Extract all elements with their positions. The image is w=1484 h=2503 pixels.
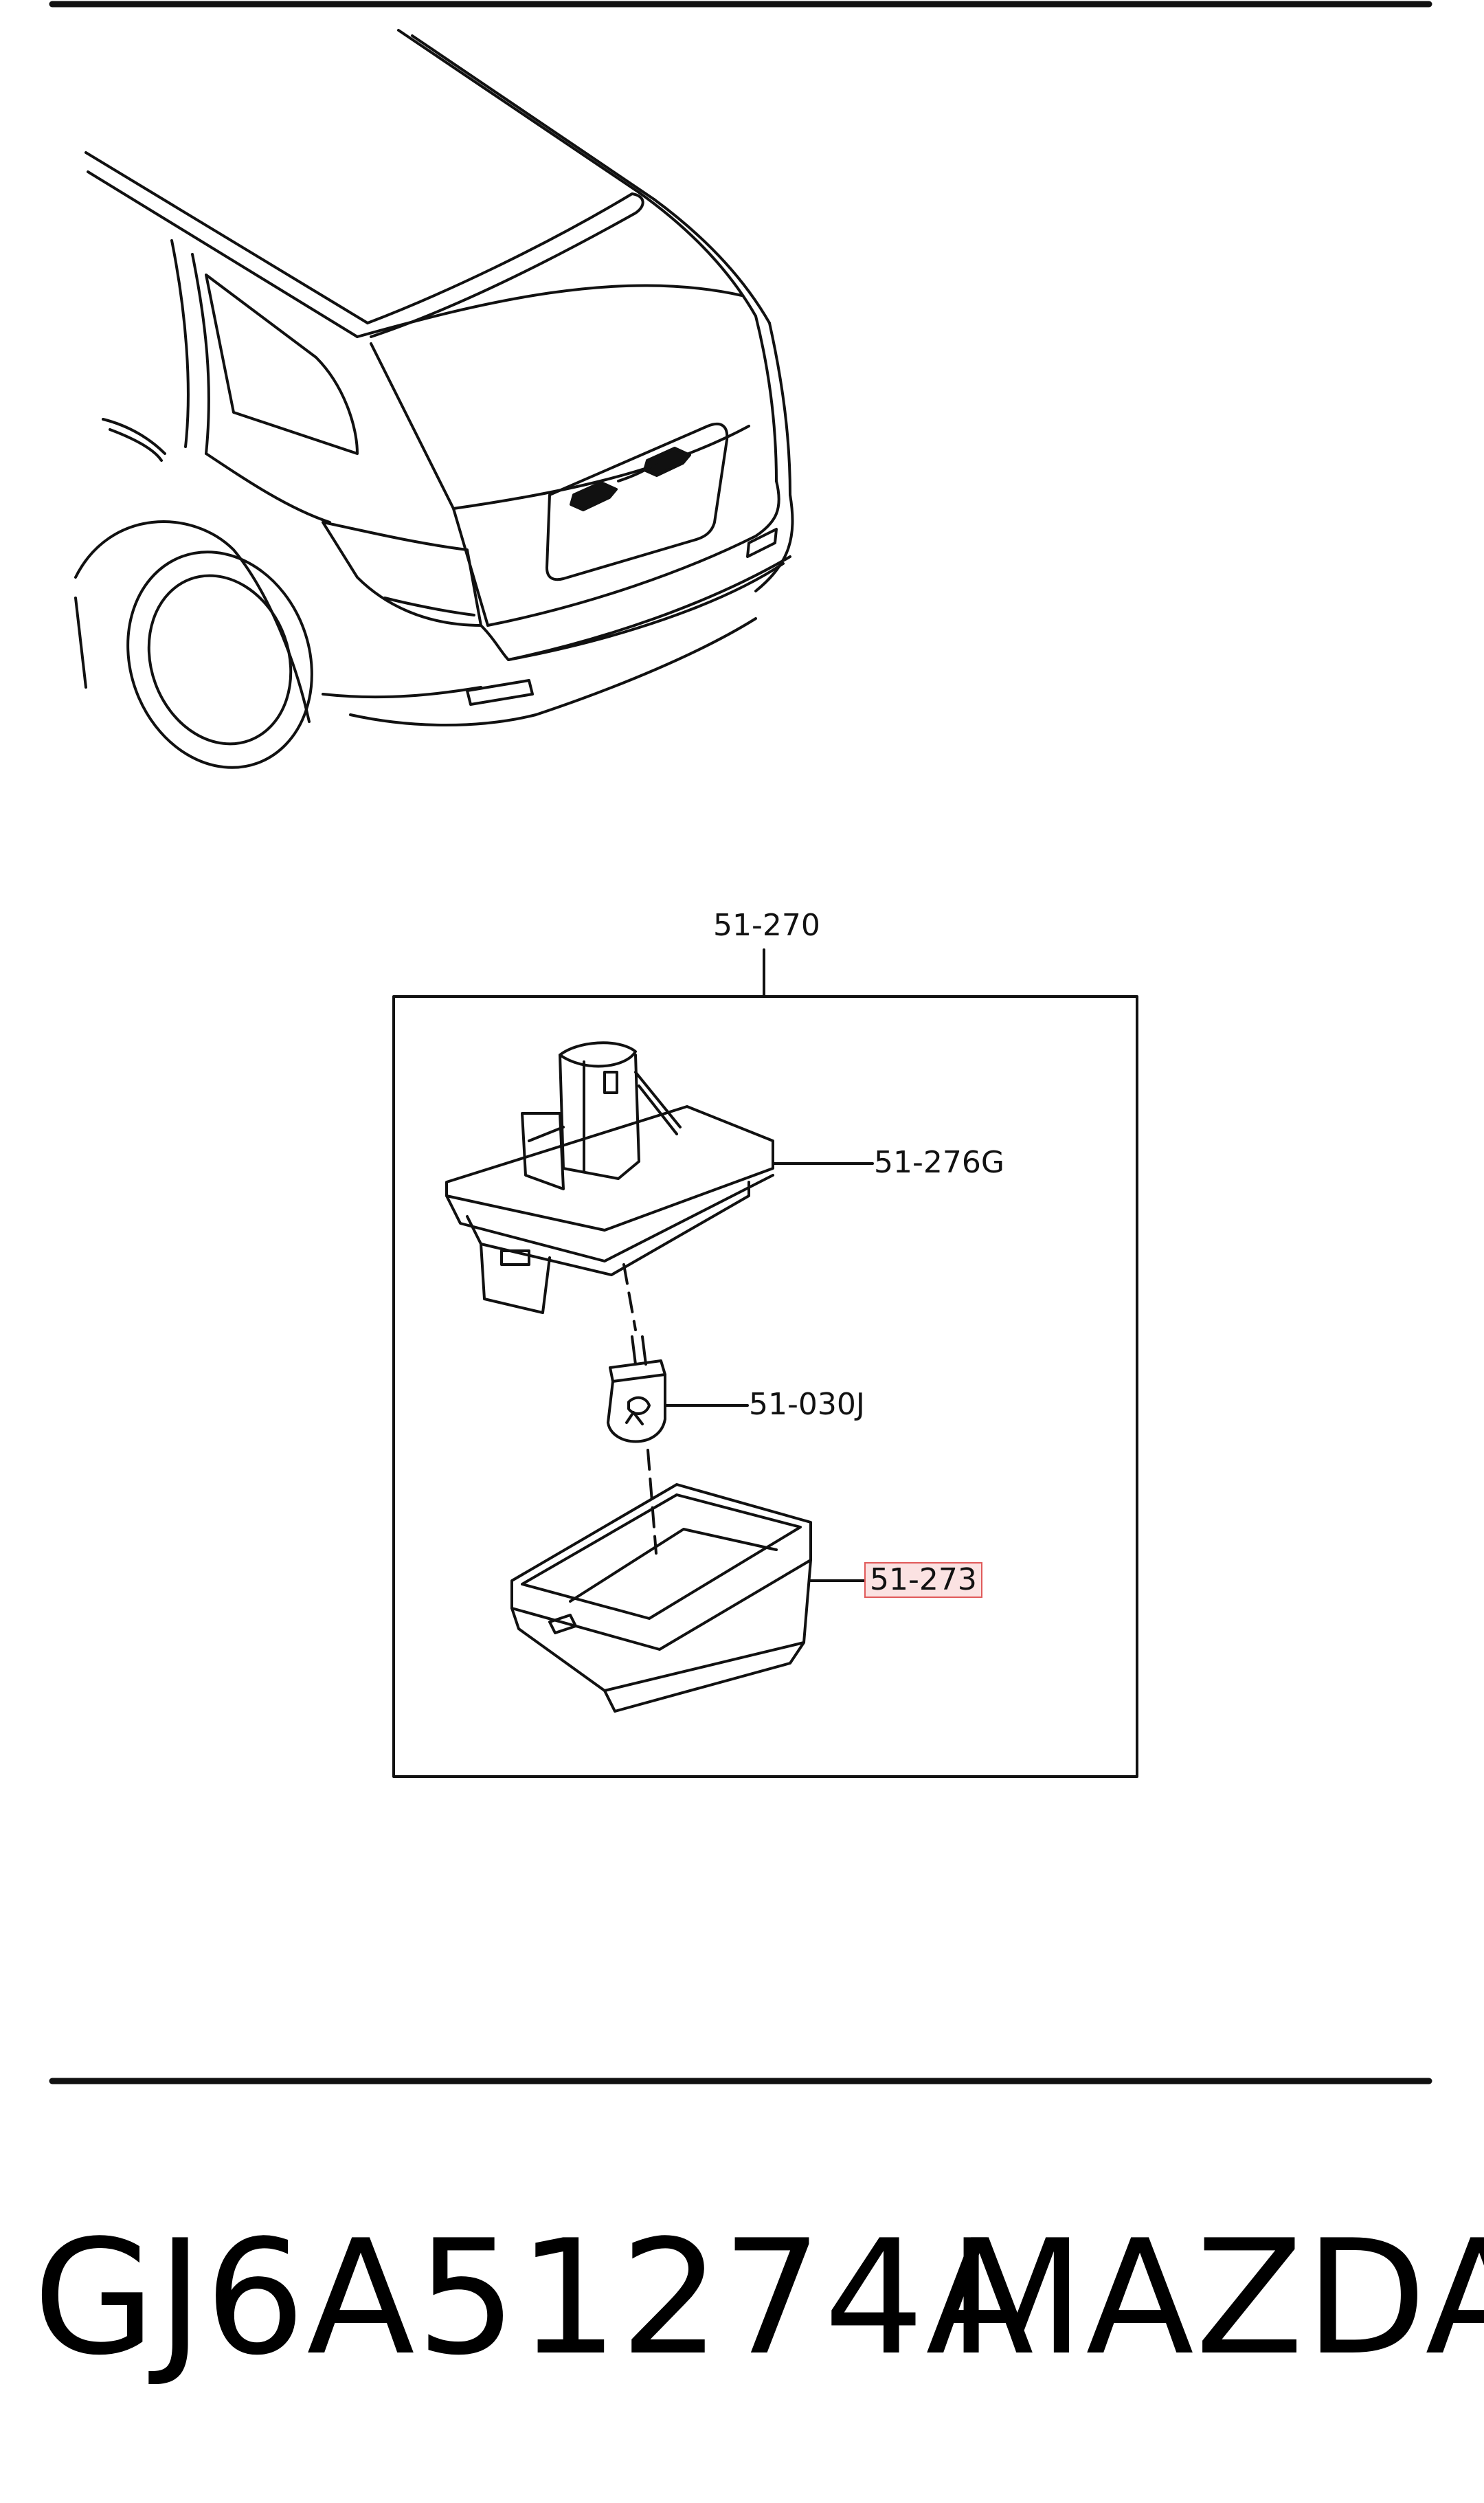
callout-lens: 51-273 <box>864 1562 982 1598</box>
callout-base: 51-276G <box>874 1145 1004 1180</box>
exploded-axis-upper <box>622 1263 637 1331</box>
exploded-axis-lower <box>647 1449 657 1555</box>
part-number-caption: GJ6A51274A <box>33 2207 1035 2390</box>
callout-bulb: 51-030J <box>749 1387 865 1422</box>
lens-housing-part <box>510 1483 812 1713</box>
callout-assembly: 51-270 <box>713 908 820 943</box>
brand-caption: MAZDA <box>948 2207 1484 2390</box>
bulb-part <box>607 1335 666 1443</box>
socket-base-part <box>445 1041 774 1314</box>
vehicle-rear-illustration <box>74 29 794 769</box>
